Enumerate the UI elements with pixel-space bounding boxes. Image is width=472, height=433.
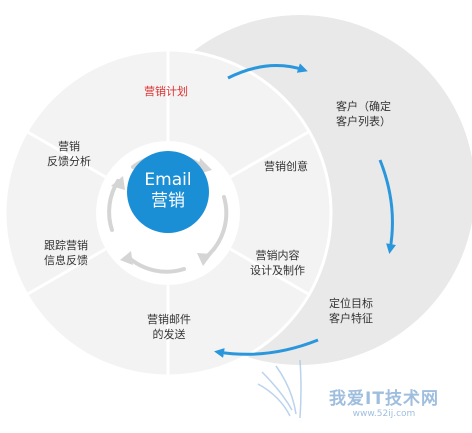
step-target-customer: 定位目标 客户特征 bbox=[329, 296, 373, 326]
arrow-to-send bbox=[214, 338, 319, 358]
step-customer-list-line1: 客户（确定 bbox=[336, 100, 391, 113]
segment-tracking-feedback-line2: 信息反馈 bbox=[44, 254, 88, 267]
segment-feedback-analysis: 营销 反馈分析 bbox=[47, 139, 91, 169]
segment-marketing-plan: 营销计划 bbox=[144, 84, 188, 99]
step-target-customer-line1: 定位目标 bbox=[329, 297, 373, 310]
center-circle bbox=[127, 151, 209, 233]
segment-content-design: 营销内容 设计及制作 bbox=[250, 248, 305, 278]
segment-email-send: 营销邮件 的发送 bbox=[147, 312, 191, 342]
segment-marketing-plan-label: 营销计划 bbox=[144, 85, 188, 98]
segment-content-design-line1: 营销内容 bbox=[255, 249, 300, 262]
segment-content-design-line2: 设计及制作 bbox=[250, 264, 305, 277]
segment-email-send-line1: 营销邮件 bbox=[147, 313, 191, 326]
step-customer-list: 客户（确定 客户列表） bbox=[336, 99, 391, 129]
segment-tracking-feedback-line1: 跟踪营销 bbox=[44, 239, 88, 252]
watermark: 我爱IT技术网 www.52ij.com bbox=[304, 384, 464, 419]
segment-marketing-creative: 营销创意 bbox=[264, 159, 308, 174]
segment-feedback-analysis-line2: 反馈分析 bbox=[47, 155, 91, 168]
watermark-text: 我爱IT技术网 bbox=[329, 389, 439, 409]
center-label: Email 营销 bbox=[128, 170, 208, 212]
segment-email-send-line2: 的发送 bbox=[152, 328, 186, 341]
step-target-customer-line2: 客户特征 bbox=[329, 312, 373, 325]
segment-marketing-creative-label: 营销创意 bbox=[264, 160, 308, 173]
step-customer-list-line2: 客户列表） bbox=[336, 115, 391, 128]
segment-tracking-feedback: 跟踪营销 信息反馈 bbox=[44, 238, 88, 268]
watermark-swirl bbox=[257, 359, 302, 419]
arrow-to-target bbox=[378, 159, 396, 254]
segment-feedback-analysis-line1: 营销 bbox=[58, 140, 80, 153]
center-label-line1: Email bbox=[144, 170, 192, 190]
watermark-url: www.52ij.com bbox=[352, 409, 416, 419]
center-label-line2: 营销 bbox=[151, 191, 185, 211]
inner-arrow-heads bbox=[111, 158, 212, 266]
arrow-to-customer bbox=[227, 63, 308, 80]
segment-dividers bbox=[26, 50, 310, 376]
